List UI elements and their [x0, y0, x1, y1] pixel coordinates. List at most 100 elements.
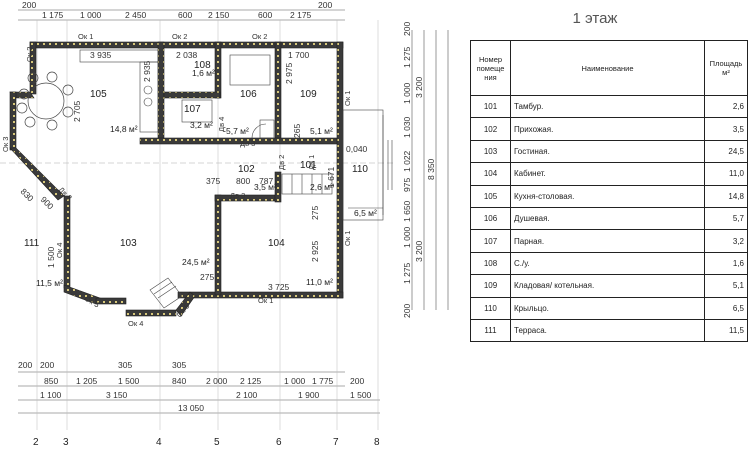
window-label: Ок 3: [1, 137, 10, 152]
window-label: Ок 2: [25, 47, 34, 62]
svg-text:1 000: 1 000: [80, 10, 102, 20]
svg-text:1 175: 1 175: [42, 10, 64, 20]
room-number: 101: [300, 160, 317, 171]
svg-text:305: 305: [118, 360, 132, 370]
door-label: Дв 1: [307, 155, 316, 170]
svg-text:1 671: 1 671: [326, 166, 336, 188]
door-label: Дв 4: [217, 117, 226, 132]
svg-text:0,040: 0,040: [346, 144, 368, 154]
svg-text:1 500: 1 500: [118, 376, 140, 386]
window-label: Ок 4: [55, 243, 64, 258]
door-label: Дв 3: [240, 139, 255, 148]
svg-text:2 150: 2 150: [208, 10, 230, 20]
window-label: Ок 2: [252, 32, 267, 41]
cell-area: 3,2: [704, 229, 748, 253]
svg-text:3 200: 3 200: [414, 240, 424, 262]
axis-label: 4: [156, 437, 162, 448]
cell-name: Душевая.: [510, 206, 705, 231]
svg-text:375: 375: [206, 176, 220, 186]
kitchen-counter: [79, 49, 159, 133]
cell-area: 5,7: [704, 206, 748, 231]
cell-number: 105: [470, 184, 511, 208]
svg-text:1 275: 1 275: [402, 262, 412, 284]
axis-markers: 2 3 4 5 6 7 8: [33, 437, 380, 448]
cell-number: 101: [470, 94, 511, 119]
dimension-lines: [0, 9, 449, 414]
window-label: Ок 5: [83, 294, 101, 309]
inner-dimensions: 3 935 2 038 1 700 2 935 2 975: [90, 50, 310, 84]
cell-name: Прихожая.: [510, 117, 705, 141]
room-area: 24,5 м²: [182, 257, 210, 267]
svg-text:1 100: 1 100: [40, 390, 62, 400]
svg-text:1 000: 1 000: [402, 226, 412, 248]
svg-text:3 150: 3 150: [106, 390, 128, 400]
window-label: Ок 2: [172, 32, 187, 41]
door-label: Дв 3: [230, 191, 245, 200]
cell-name: Парная.: [510, 229, 705, 253]
walls: [9, 41, 344, 317]
cell-number: 104: [470, 162, 511, 186]
svg-text:2 100: 2 100: [236, 390, 258, 400]
svg-text:3 935: 3 935: [90, 50, 112, 60]
cell-number: 110: [470, 296, 511, 320]
svg-text:600: 600: [178, 10, 192, 20]
cell-number: 108: [470, 251, 511, 276]
header-area: Площадь м²: [704, 40, 748, 96]
svg-text:600: 600: [258, 10, 272, 20]
room-number: 102: [238, 164, 255, 175]
svg-text:2 125: 2 125: [240, 376, 262, 386]
room-number: 110: [352, 164, 368, 175]
cell-name: Гостиная.: [510, 139, 705, 164]
svg-text:13 050: 13 050: [178, 403, 204, 413]
right-dimensions: 200 1 275 1 000 1 030 1 022 975 1 650 1 …: [402, 22, 436, 318]
svg-text:2 038: 2 038: [176, 50, 198, 60]
room-area: 11,0 м²: [306, 277, 333, 287]
svg-text:200: 200: [402, 304, 412, 318]
bottom-dimensions: 200 200 305 305 850 1 205 1 500 840 2 00…: [18, 360, 372, 413]
cell-number: 102: [470, 117, 511, 141]
svg-text:2 925: 2 925: [310, 240, 320, 262]
cell-number: 109: [470, 274, 511, 298]
cell-name: Кабинет.: [510, 162, 705, 186]
axis-label: 8: [374, 437, 380, 448]
svg-text:200: 200: [40, 360, 54, 370]
axis-label: 2: [33, 437, 39, 448]
svg-text:200: 200: [22, 0, 36, 10]
room-area: 3,5 м²: [254, 182, 277, 192]
svg-text:2 000: 2 000: [206, 376, 228, 386]
svg-text:1 022: 1 022: [402, 150, 412, 172]
axis-label: 6: [276, 437, 282, 448]
room-number: 106: [240, 89, 257, 100]
door-label: Дв 2: [57, 185, 74, 202]
svg-text:1 775: 1 775: [312, 376, 334, 386]
floor-title: 1 этаж: [572, 10, 618, 27]
cell-name: Тамбур.: [510, 94, 705, 119]
svg-text:1 000: 1 000: [284, 376, 306, 386]
cell-name: Кладовая/ котельная.: [510, 274, 705, 298]
svg-text:275: 275: [310, 206, 320, 220]
room-area: 3,2 м²: [190, 120, 213, 130]
svg-text:2 450: 2 450: [125, 10, 147, 20]
cell-area: 14,8: [704, 184, 748, 208]
cell-number: 103: [470, 139, 511, 164]
cell-area: 5,1: [704, 274, 748, 298]
cell-name: С./у.: [510, 251, 705, 276]
cell-area: 2,6: [704, 94, 748, 119]
door-label: Дв 2: [277, 155, 286, 170]
cell-name: Кухня-столовая.: [510, 184, 705, 208]
sauna-detail: [181, 54, 275, 139]
svg-text:840: 840: [172, 376, 186, 386]
room-area: 11,5 м²: [36, 278, 63, 288]
svg-text:8 350: 8 350: [426, 158, 436, 180]
room-number: 105: [90, 89, 107, 100]
cell-number: 106: [470, 206, 511, 231]
window-labels: Ок 1 Ок 2 Ок 2 Ок 1 Ок 1 Ок 1 Ок 3 Ок 4 …: [1, 32, 352, 328]
axis-label: 7: [333, 437, 339, 448]
